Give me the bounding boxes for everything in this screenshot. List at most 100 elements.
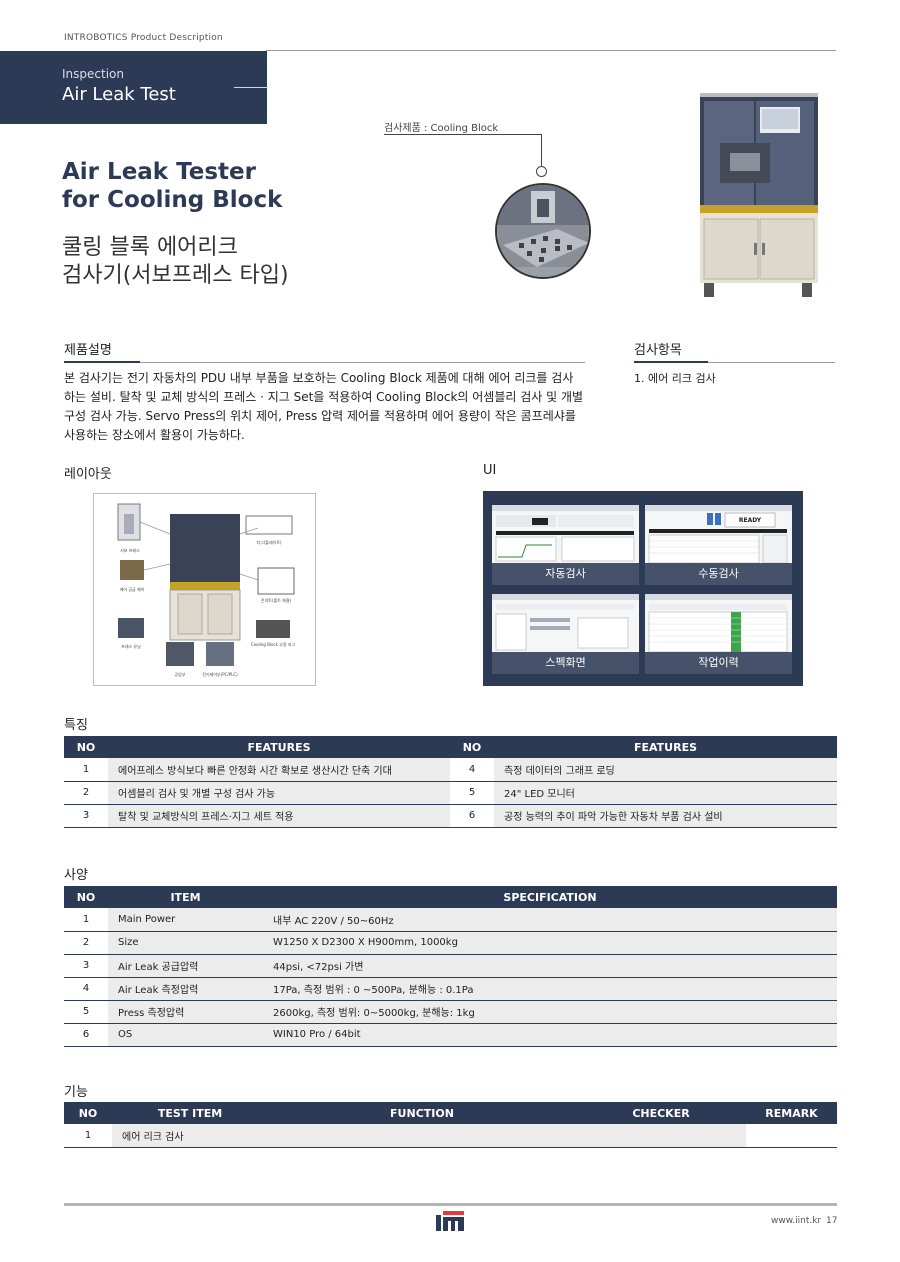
table-row: 2 Size W1250 X D2300 X H900mm, 1000kg (64, 931, 837, 955)
feature-text: 탈착 및 교체방식의 프레스·지그 세트 적용 (108, 804, 450, 828)
spec-value: 44psi, <72psi 가변 (263, 954, 837, 978)
spec-value: 17Pa, 측정 범위 : 0 ~500Pa, 분해능 : 0.1Pa (263, 977, 837, 1001)
layout-label: 서보 프레스 (120, 547, 140, 553)
table-row: 6 OS WIN10 Pro / 64bit (64, 1023, 837, 1047)
ui-tile-label: 스펙화면 (492, 652, 639, 674)
ready-text: READY (739, 517, 762, 524)
features-col-features: FEATURES (108, 736, 450, 758)
title-ko-line2: 검사기(서보프레스 타입) (62, 263, 289, 288)
table-row: 1 에어 리크 검사 (64, 1124, 837, 1148)
category-line (234, 87, 268, 88)
ui-tile-manual: READY 수동검사 (645, 505, 792, 585)
product-title-ko: 쿨링 블록 에어리크 검사기(서보프레스 타입) (62, 234, 289, 290)
spec-no: 6 (64, 1023, 108, 1047)
inspection-items-rule (634, 362, 835, 363)
feature-no: 4 (450, 758, 494, 782)
feature-no: 6 (450, 804, 494, 828)
description-rule-accent (64, 361, 140, 363)
spec-value: 2600kg, 측정 범위: 0~5000kg, 분해능: 1kg (263, 1000, 837, 1024)
layout-label: 전기제어부(PC/PLC) (202, 671, 238, 677)
table-row: 4 Air Leak 측정압력 17Pa, 측정 범위 : 0 ~500Pa, … (64, 977, 837, 1001)
feature-no: 1 (64, 758, 108, 782)
header-rule (266, 50, 836, 51)
inspection-items-rule-accent (634, 361, 708, 363)
feature-text: 24" LED 모니터 (494, 781, 837, 805)
product-title-en: Air Leak Tester for Cooling Block (62, 158, 282, 214)
specs-col-spec: SPECIFICATION (263, 886, 837, 908)
functions-heading: 기능 (64, 1085, 88, 1100)
table-row: 1 Main Power 내부 AC 220V / 50~60Hz (64, 908, 837, 932)
ui-tile-auto: 자동검사 (492, 505, 639, 585)
spec-item: Air Leak 공급압력 (108, 954, 263, 978)
layout-label: 프레스 유닛 (121, 643, 141, 649)
footer-url[interactable]: www.iint.kr (771, 1216, 822, 1226)
functions-col-test: TEST ITEM (112, 1102, 268, 1124)
title-ko-line1: 쿨링 블록 에어리크 (62, 235, 238, 260)
feature-text: 측정 데이터의 그래프 로딩 (494, 758, 837, 782)
feature-text: 에어프레스 방식보다 빠른 안정화 시간 확보로 생산시간 단축 기대 (108, 758, 450, 782)
ui-tile-spec: 스펙화면 (492, 594, 639, 674)
title-en-line1: Air Leak Tester (62, 159, 256, 185)
layout-label: 지그(플레이트) (256, 539, 282, 545)
functions-table: NO TEST ITEM FUNCTION CHECKER REMARK 1 에… (64, 1102, 837, 1148)
layout-heading: 레이아웃 (64, 467, 112, 482)
specs-heading: 사양 (64, 868, 88, 883)
ui-screenshots: 자동검사 READY 수동검사 스펙화면 (483, 491, 803, 686)
machine-photo (690, 93, 828, 303)
layout-diagram: 서보 프레스 에어 공급 제어 프레스 유닛 공압부 전기제어부(PC/PLC)… (93, 493, 316, 686)
page-number: 17 (826, 1216, 838, 1226)
spec-no: 2 (64, 931, 108, 955)
spec-item: Main Power (108, 908, 263, 932)
table-row: 3 Air Leak 공급압력 44psi, <72psi 가변 (64, 954, 837, 978)
title-en-line2: for Cooling Block (62, 187, 283, 213)
table-row: 1 에어프레스 방식보다 빠른 안정화 시간 확보로 생산시간 단축 기대 4 … (64, 758, 837, 782)
table-row: 2 어셈블리 검사 및 개별 구성 검사 가능 5 24" LED 모니터 (64, 781, 837, 805)
layout-label: 공압부 (174, 671, 185, 677)
layout-label: 에어 공급 제어 (120, 586, 145, 592)
features-col-no: NO (64, 736, 108, 758)
layout-label: Cooling Block 고정 지그 (251, 641, 296, 647)
feature-text: 어셈블리 검사 및 개별 구성 검사 가능 (108, 781, 450, 805)
functions-col-no: NO (64, 1102, 112, 1124)
callout-line (384, 134, 542, 135)
spec-item: Air Leak 측정압력 (108, 977, 263, 1001)
function-checker (576, 1124, 746, 1148)
spec-value: W1250 X D2300 X H900mm, 1000kg (263, 931, 837, 955)
spec-value: 내부 AC 220V / 50~60Hz (263, 908, 837, 932)
callout-dot (536, 166, 547, 177)
features-heading: 특징 (64, 718, 88, 733)
inspection-item: 1. 에어 리크 검사 (634, 372, 716, 385)
footer-rule (64, 1203, 837, 1206)
spec-item: OS (108, 1023, 263, 1047)
spec-value: WIN10 Pro / 64bit (263, 1023, 837, 1047)
category-title: Air Leak Test (62, 84, 176, 105)
table-row: 3 탈착 및 교체방식의 프레스·지그 세트 적용 6 공정 능력의 추이 파악… (64, 804, 837, 828)
layout-label: 콘넥트(볼트 체결) (261, 597, 292, 603)
spec-no: 3 (64, 954, 108, 978)
description-text: 본 검사기는 전기 자동차의 PDU 내부 부품을 보호하는 Cooling B… (64, 371, 584, 442)
callout-label: 검사제품 : Cooling Block (384, 123, 499, 134)
spec-item: Size (108, 931, 263, 955)
ui-heading: UI (483, 463, 497, 478)
description-rule (64, 362, 585, 363)
features-col-features: FEATURES (494, 736, 837, 758)
spec-no: 5 (64, 1000, 108, 1024)
feature-no: 5 (450, 781, 494, 805)
functions-col-remark: REMARK (746, 1102, 837, 1124)
feature-text: 공정 능력의 추이 파악 가능한 자동차 부품 검사 설비 (494, 804, 837, 828)
function-description (268, 1124, 576, 1148)
features-table: NO FEATURES NO FEATURES 1 에어프레스 방식보다 빠른 … (64, 736, 837, 828)
spec-no: 1 (64, 908, 108, 932)
company-logo (436, 1211, 464, 1231)
spec-item: Press 측정압력 (108, 1000, 263, 1024)
specs-table: NO ITEM SPECIFICATION 1 Main Power 내부 AC… (64, 886, 837, 1047)
category-banner: Inspection Air Leak Test (0, 51, 268, 124)
spec-no: 4 (64, 977, 108, 1001)
category-sub: Inspection (62, 67, 124, 81)
function-remark (746, 1124, 837, 1148)
description-heading: 제품설명 (64, 343, 112, 358)
specs-col-no: NO (64, 886, 108, 908)
specs-col-item: ITEM (108, 886, 263, 908)
ui-tile-label: 자동검사 (492, 563, 639, 585)
feature-no: 2 (64, 781, 108, 805)
